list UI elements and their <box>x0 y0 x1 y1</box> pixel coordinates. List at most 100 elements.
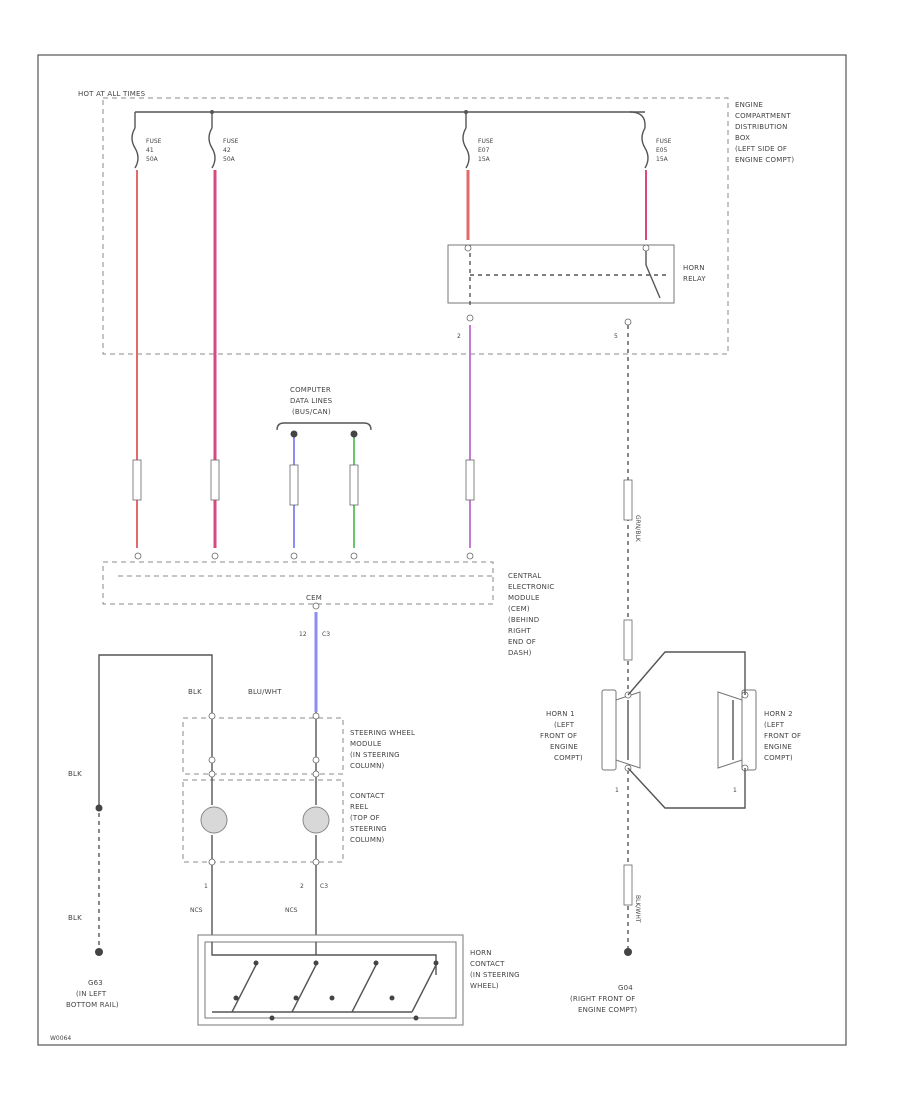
svg-text:41: 41 <box>146 147 154 154</box>
pin-label: 1 <box>204 883 208 890</box>
svg-text:(IN STEERING: (IN STEERING <box>470 971 520 979</box>
splice-point <box>95 804 103 812</box>
svg-text:15A: 15A <box>656 156 669 163</box>
wire-tag <box>623 864 633 906</box>
svg-text:BOX: BOX <box>735 134 750 142</box>
horn-relay: HORN RELAY 2 5 <box>447 244 706 340</box>
cem-label: CENTRAL ELECTRONIC MODULE (CEM) (BEHIND … <box>508 572 554 657</box>
svg-text:ENGINE: ENGINE <box>735 101 763 109</box>
svg-text:CONTACT: CONTACT <box>470 960 505 968</box>
contact-reel-label: CONTACT REEL (TOP OF STEERING COLUMN) <box>350 792 387 844</box>
diagram-id: W0064 <box>50 1035 71 1042</box>
wire-tag <box>289 464 299 506</box>
wire-blk-wht-label: BLK/WHT <box>634 895 641 923</box>
svg-text:ENGINE: ENGINE <box>550 743 578 751</box>
svg-text:FUSE: FUSE <box>478 138 494 145</box>
steering-wheel-module-label: STEERING WHEEL MODULE (IN STEERING COLUM… <box>350 729 415 770</box>
horn-1 <box>601 689 641 772</box>
clock-spring-right <box>302 806 330 834</box>
connector-pin <box>208 770 216 778</box>
ground-g63-symbol <box>95 948 103 956</box>
svg-text:G04: G04 <box>618 984 633 992</box>
bus-drop <box>629 111 646 128</box>
svg-text:RIGHT: RIGHT <box>508 627 531 635</box>
svg-text:ENGINE: ENGINE <box>764 743 792 751</box>
steering-wheel-module-outline <box>182 717 344 775</box>
svg-text:COLUMN): COLUMN) <box>350 762 385 770</box>
svg-text:CENTRAL: CENTRAL <box>508 572 542 580</box>
svg-text:E05: E05 <box>656 147 668 154</box>
svg-text:DASH): DASH) <box>508 649 532 657</box>
horn-1-label: HORN 1 (LEFT FRONT OF ENGINE COMPT) <box>540 710 583 762</box>
computer-data-lines-label: COMPUTER DATA LINES (BUS/CAN) <box>276 386 372 438</box>
svg-text:FRONT OF: FRONT OF <box>764 732 801 740</box>
connector-pin <box>208 858 216 866</box>
ncs-label-left: NCS <box>190 907 203 914</box>
svg-text:COMPT): COMPT) <box>764 754 793 762</box>
svg-text:5: 5 <box>614 333 618 340</box>
horn-1-pin: 1 <box>615 787 619 794</box>
fuse-42: FUSE 42 50A <box>208 127 239 169</box>
wire-grn-blk-label: GRN/BLK <box>634 515 641 543</box>
wire-horn-parallel-top <box>627 651 746 696</box>
connector-pin <box>312 756 320 764</box>
svg-text:COMPUTER: COMPUTER <box>290 386 331 394</box>
svg-text:E07: E07 <box>478 147 490 154</box>
hot-at-all-times-label: HOT AT ALL TIMES <box>78 90 146 98</box>
svg-text:COMPARTMENT: COMPARTMENT <box>735 112 791 120</box>
svg-text:END OF: END OF <box>508 638 536 646</box>
blk-label-lower: BLK <box>68 914 82 922</box>
svg-text:50A: 50A <box>223 156 236 163</box>
horn-contact-label: HORN CONTACT (IN STEERING WHEEL) <box>470 949 520 990</box>
wire-tag <box>210 459 220 501</box>
horn-2 <box>717 689 757 772</box>
wire-blk-ground-left <box>98 654 213 805</box>
svg-text:(LEFT: (LEFT <box>764 721 785 729</box>
pin-label: 2 <box>300 883 304 890</box>
svg-text:COMPT): COMPT) <box>554 754 583 762</box>
svg-text:FUSE: FUSE <box>656 138 672 145</box>
svg-text:CONTACT: CONTACT <box>350 792 385 800</box>
contact-reel-outline <box>182 779 344 863</box>
svg-text:(BEHIND: (BEHIND <box>508 616 539 624</box>
blk-label-mid: BLK <box>68 770 82 778</box>
svg-text:(LEFT SIDE OF: (LEFT SIDE OF <box>735 145 787 153</box>
svg-text:G63: G63 <box>88 979 103 987</box>
svg-text:HORN: HORN <box>470 949 492 957</box>
wire-tag <box>132 459 142 501</box>
svg-text:(LEFT: (LEFT <box>554 721 575 729</box>
svg-text:(CEM): (CEM) <box>508 605 530 613</box>
svg-text:(IN STEERING: (IN STEERING <box>350 751 400 759</box>
distribution-box-label: ENGINE COMPARTMENT DISTRIBUTION BOX (LEF… <box>735 101 794 164</box>
svg-text:STEERING WHEEL: STEERING WHEEL <box>350 729 415 737</box>
svg-text:42: 42 <box>223 147 231 154</box>
svg-text:MODULE: MODULE <box>508 594 540 602</box>
svg-text:ELECTRONIC: ELECTRONIC <box>508 583 554 591</box>
svg-text:ENGINE COMPT): ENGINE COMPT) <box>735 156 794 164</box>
connector-pin <box>312 858 320 866</box>
svg-text:COLUMN): COLUMN) <box>350 836 385 844</box>
wire-tag <box>465 459 475 501</box>
ground-g04-label: G04 (RIGHT FRONT OF ENGINE COMPT) <box>570 984 637 1014</box>
cem-connector-c3: C3 <box>322 631 330 638</box>
horn-2-label: HORN 2 (LEFT FRONT OF ENGINE COMPT) <box>764 710 801 762</box>
svg-text:STEERING: STEERING <box>350 825 387 833</box>
fuse-e07: FUSE E07 15A <box>462 127 494 169</box>
cem-pin-12: 12 <box>299 631 307 638</box>
ground-g04-symbol <box>624 948 632 956</box>
svg-text:15A: 15A <box>478 156 491 163</box>
blu-wht-label: BLU/WHT <box>248 688 282 696</box>
fuse-41: FUSE 41 50A <box>131 127 162 169</box>
svg-text:HORN 1: HORN 1 <box>546 710 575 718</box>
horn-contact <box>197 934 464 1026</box>
svg-text:FUSE: FUSE <box>223 138 239 145</box>
ncs-label-right: NCS <box>285 907 298 914</box>
svg-text:REEL: REEL <box>350 803 368 811</box>
connector-pin <box>208 756 216 764</box>
svg-text:(RIGHT FRONT OF: (RIGHT FRONT OF <box>570 995 636 1003</box>
svg-text:(TOP OF: (TOP OF <box>350 814 380 822</box>
connector-label: C3 <box>320 883 328 890</box>
ground-g63-label: G63 (IN LEFT BOTTOM RAIL) <box>66 979 119 1009</box>
clock-spring-left <box>200 806 228 834</box>
